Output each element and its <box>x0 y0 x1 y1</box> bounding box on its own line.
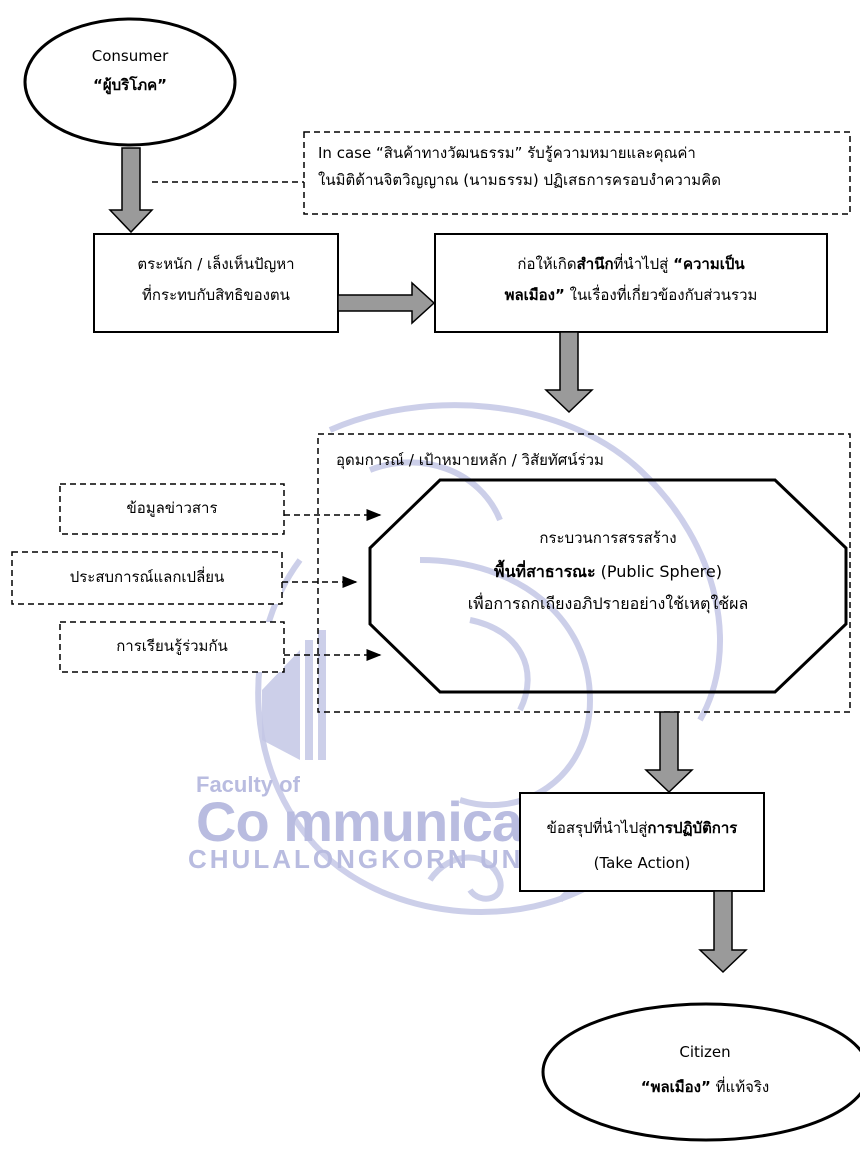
input-label-1: ข้อมูลข่าวสาร <box>126 499 218 517</box>
consumer-ellipse <box>23 17 237 147</box>
citizen-ellipse <box>541 1002 860 1142</box>
input-label-2: ประสบการณ์แลกเปลี่ยน <box>69 568 225 586</box>
action-text: ข้อสรุปที่นำไปสู่การปฏิบัติการ (Take Act… <box>522 818 762 874</box>
consumer-label: Consumer “ผู้บริโภค” <box>50 46 210 96</box>
input-label-3: การเรียนรู้ร่วมกัน <box>116 637 228 655</box>
aware-text: ตระหนัก / เล็งเห็นปัญหา ที่กระทบกับสิทธิ… <box>96 254 336 306</box>
citizen-bold: “พลเมือง” <box>640 1078 711 1096</box>
citizen-title: Citizen <box>679 1043 731 1061</box>
aware-box <box>93 233 339 333</box>
ideology-frame <box>317 433 851 713</box>
sphere-bold: พื้นที่สาธารณะ <box>494 562 596 581</box>
note-text: In case “สินค้าทางวัฒนธรรม” รับรู้ความหม… <box>318 143 843 191</box>
sphere-line-1: กระบวนการสรรสร้าง <box>539 529 677 547</box>
input-box-3 <box>59 621 285 673</box>
input-box-1 <box>59 483 285 535</box>
action-part-a: ข้อสรุปที่นำไปสู่ <box>546 819 648 837</box>
action-box <box>519 792 765 892</box>
sphere-text: กระบวนการสรรสร้าง พื้นที่สาธารณะ (Public… <box>380 528 836 616</box>
conscious-part-a: ก่อให้เกิด <box>517 255 577 273</box>
ideology-label: อุดมการณ์ / เป้าหมายหลัก / วิสัยทัศน์ร่ว… <box>336 451 604 469</box>
conscious-part-c: ที่นำไปสู่ <box>613 255 674 273</box>
note-line-1: In case “สินค้าทางวัฒนธรรม” รับรู้ความหม… <box>318 144 696 162</box>
conscious-part-d: “ความเป็น <box>673 255 745 273</box>
arrow-right-1 <box>337 281 436 325</box>
conscious-text: ก่อให้เกิดสำนึกที่นำไปสู่ “ความเป็น พลเม… <box>437 254 825 306</box>
conscious-box <box>434 233 828 333</box>
arrow-down-2 <box>544 331 594 414</box>
aware-line-1: ตระหนัก / เล็งเห็นปัญหา <box>137 255 295 273</box>
note-line-2: ในมิติด้านจิตวิญญาณ (นามธรรม) ปฏิเสธการค… <box>318 171 721 189</box>
consumer-thai: “ผู้บริโภค” <box>92 76 168 94</box>
arrow-down-4 <box>698 890 748 974</box>
note-box <box>303 131 851 215</box>
citizen-text: Citizen “พลเมือง” ที่แท้จริง <box>560 1042 850 1098</box>
arrow-down-3 <box>644 711 694 794</box>
conscious-part-b: สำนึก <box>576 255 614 273</box>
sphere-line-3: เพื่อการถกเถียงอภิปรายอย่างใช้เหตุใช้ผล <box>467 594 749 614</box>
consumer-title: Consumer <box>91 47 169 65</box>
sphere-english: (Public Sphere) <box>595 562 722 581</box>
conscious-part-f: ในเรื่องที่เกี่ยวข้องกับส่วนรวม <box>564 286 758 304</box>
input-box-2 <box>11 551 283 605</box>
action-part-b: การปฏิบัติการ <box>647 819 738 837</box>
citizen-rest: ที่แท้จริง <box>710 1078 770 1096</box>
action-english: (Take Action) <box>593 854 691 872</box>
arrow-down-1 <box>108 147 154 234</box>
aware-line-2: ที่กระทบกับสิทธิของตน <box>142 286 290 304</box>
watermark-faculty: Faculty of <box>196 772 300 797</box>
conscious-part-e: พลเมือง” <box>504 286 565 304</box>
sphere-octagon <box>368 478 848 694</box>
